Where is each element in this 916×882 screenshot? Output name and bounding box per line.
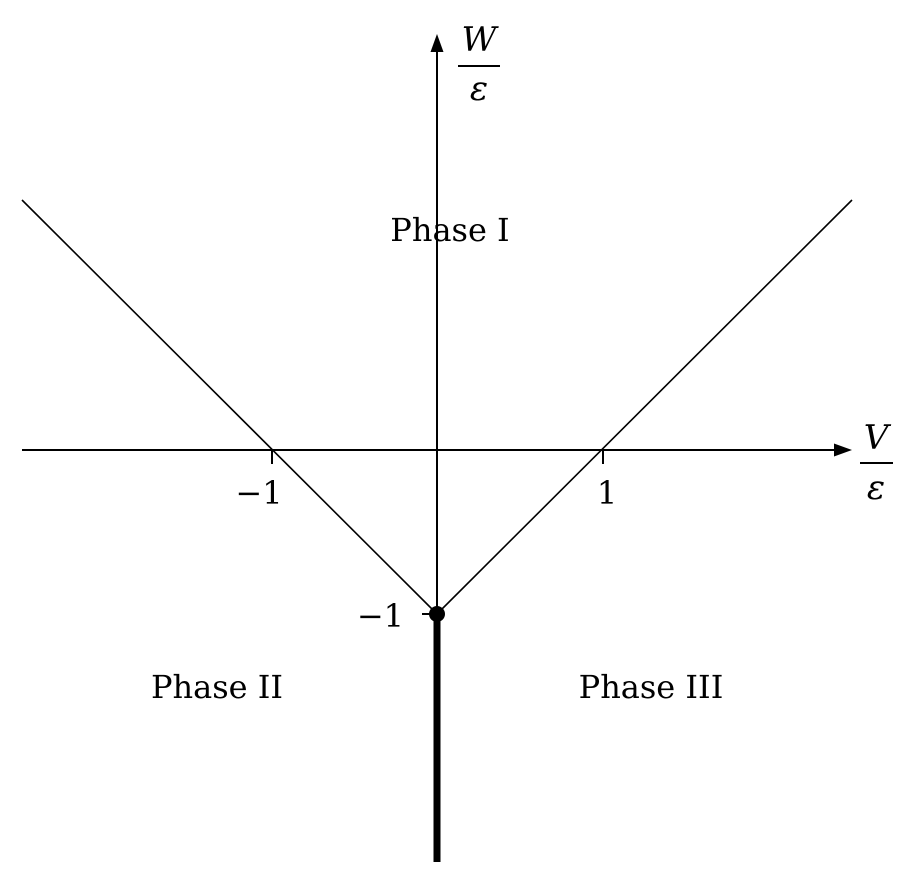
y-tick-label-neg-one: −1 xyxy=(357,597,404,635)
critical-point xyxy=(429,606,445,622)
y-axis-label-numerator: W xyxy=(462,20,500,60)
phase-two-label: Phase II xyxy=(151,668,283,706)
x-tick-label-one: 1 xyxy=(597,474,617,512)
phase-one-label: Phase I xyxy=(390,211,509,249)
left-phase-boundary xyxy=(21,199,438,615)
x-axis-label-numerator: V xyxy=(864,418,892,458)
phase-three-label: Phase III xyxy=(579,668,724,706)
x-axis-arrowhead xyxy=(834,443,852,457)
y-axis-label-denominator: ε xyxy=(470,69,488,109)
right-phase-boundary xyxy=(436,199,853,615)
y-axis-arrowhead xyxy=(430,34,444,52)
x-axis-label-denominator: ε xyxy=(867,468,885,508)
x-tick-label-neg-one: −1 xyxy=(235,474,282,512)
